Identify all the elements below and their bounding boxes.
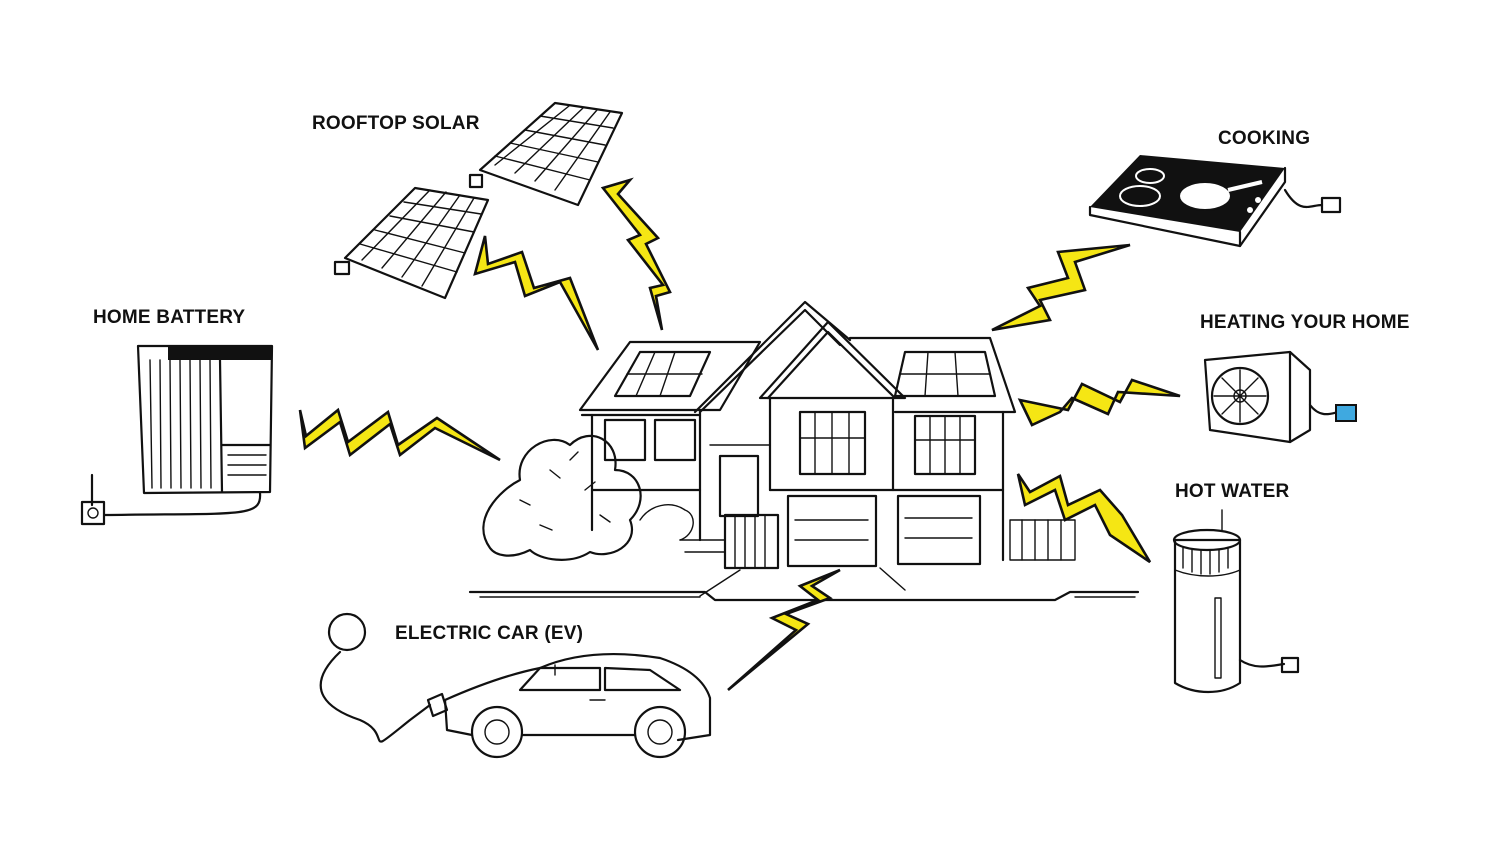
solar-panel-icon (333, 101, 624, 300)
heat-pump-icon (1203, 350, 1357, 444)
lightning-bolt-icon (473, 235, 600, 351)
cooking-label: COOKING (1218, 128, 1311, 149)
electric-car-label: ELECTRIC CAR (EV) (395, 623, 584, 644)
lightning-bolt-icon (1017, 378, 1181, 427)
lightning-bolt-icon (600, 177, 672, 331)
lightning-bolt-icon (1016, 473, 1152, 564)
home-battery-icon (80, 344, 274, 526)
rooftop-solar-label: ROOFTOP SOLAR (312, 113, 480, 134)
lightning-bolt-icon (991, 243, 1131, 332)
house-icon (468, 300, 1140, 602)
lightning-bolt-icon (727, 568, 841, 692)
water-heater-icon (1172, 509, 1300, 693)
cooktop-icon (1088, 155, 1342, 248)
lightning-bolts (298, 177, 1181, 692)
heating-label: HEATING YOUR HOME (1200, 312, 1410, 333)
hot-water-label: HOT WATER (1175, 481, 1290, 502)
home-battery-label: HOME BATTERY (93, 307, 246, 328)
electric-car-icon (319, 612, 712, 759)
lightning-bolt-icon (298, 407, 501, 462)
